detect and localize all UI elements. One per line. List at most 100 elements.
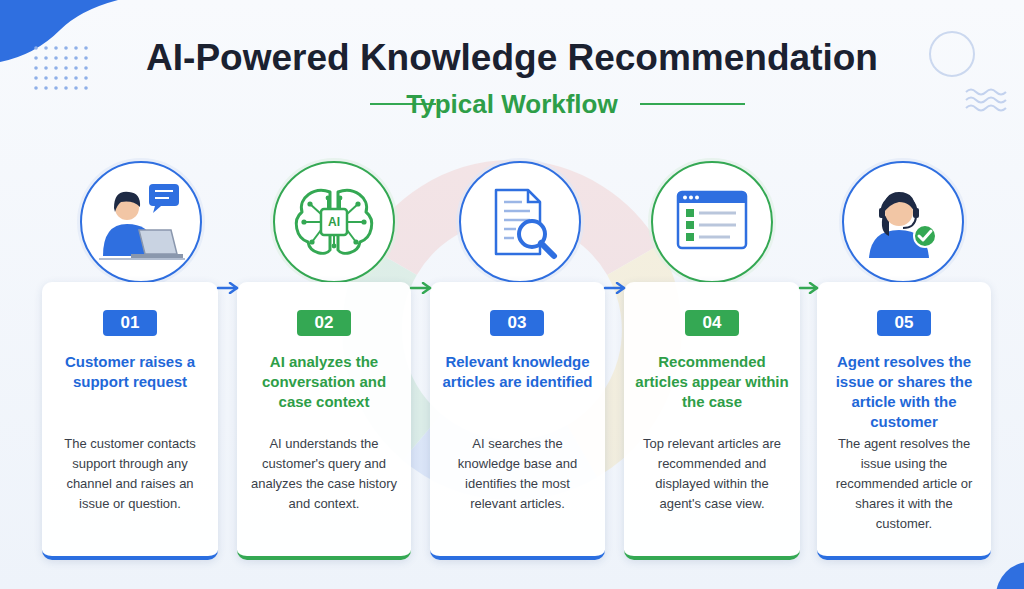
dot-grid	[31, 43, 91, 93]
step-badge: 04	[685, 310, 739, 336]
step-description: The agent resolves the issue using the r…	[830, 434, 978, 534]
deco-waves-part	[966, 106, 1006, 111]
step-number: 05	[895, 313, 914, 333]
icon-circle-part	[683, 196, 699, 200]
icon-circle-part	[843, 162, 963, 282]
icon-circle-part-part	[355, 201, 360, 206]
icon-circle-part	[686, 209, 694, 241]
icon-circle-part	[879, 208, 885, 218]
chip-label: AI	[319, 214, 349, 230]
icon-circle	[77, 158, 205, 286]
icon-circle-part	[913, 208, 919, 218]
icon-circle-part	[274, 162, 394, 282]
icon-circle-part	[678, 192, 746, 203]
icon-circle-part	[81, 162, 201, 282]
icon-circle-part-part	[361, 219, 366, 224]
step-heading: Recommended articles appear within the c…	[635, 352, 789, 412]
step-card: AI analyzes the conversation and case co…	[237, 282, 411, 560]
step-number: 02	[315, 313, 334, 333]
step-description: AI understands the customer's query and …	[250, 434, 398, 514]
subtitle-rule-part	[640, 103, 745, 105]
icon-circle-part	[270, 158, 398, 286]
icon-circle-part-part	[301, 219, 306, 224]
icon-circle-part	[528, 190, 540, 202]
icon-circle-part-part	[699, 236, 730, 239]
icon-circle-part	[652, 162, 772, 282]
step-badge: 03	[490, 310, 544, 336]
step-description: AI searches the knowledge base and ident…	[443, 434, 592, 514]
step-description: Top relevant articles are recommended an…	[637, 434, 787, 514]
diagram-title: AI-Powered Knowledge Recommendation	[0, 36, 1024, 80]
icon-circle	[456, 158, 584, 286]
step-badge: 02	[297, 310, 351, 336]
icon-circle-part	[99, 258, 185, 260]
step-card: Customer raises a support requestThe cus…	[42, 282, 218, 560]
icon-circle-part-part	[683, 196, 687, 200]
icon-circle-part	[678, 192, 746, 248]
step-badge: 01	[103, 310, 157, 336]
icon-circle-part	[131, 254, 183, 258]
step-heading: Customer raises a support request	[53, 352, 207, 392]
icon-circle-part	[155, 190, 173, 192]
step-description: The customer contacts support through an…	[55, 434, 205, 514]
deco-waves	[966, 90, 1006, 111]
flow-arrow	[605, 287, 624, 290]
icon-circle-part-part	[699, 224, 736, 227]
icon-circle-part	[903, 217, 916, 228]
icon-circle-part	[919, 231, 931, 240]
icon-circle-part	[77, 158, 205, 286]
icon-circle-part	[460, 162, 580, 282]
subtitle: Typical Workflow	[0, 88, 1024, 120]
icon-circle-part	[139, 230, 177, 254]
icon-circle-part	[914, 225, 936, 247]
step-badge: 05	[877, 310, 931, 336]
icon-circle-part	[304, 198, 364, 246]
step-card: Recommended articles appear within the c…	[624, 282, 800, 560]
icon-circle-part	[149, 184, 179, 206]
deco-waves-part	[966, 90, 1006, 95]
icon-circle	[839, 158, 967, 286]
icon-circle-part	[648, 158, 776, 286]
icon-circle-part	[114, 192, 140, 212]
icon-circle-part	[456, 158, 584, 286]
icon-circle-part-part	[695, 196, 699, 200]
step-card: Relevant knowledge articles are identifi…	[430, 282, 605, 560]
icon-circle-part	[301, 196, 366, 249]
icon-circle-part	[155, 197, 169, 199]
icon-circle-part-part	[504, 201, 522, 204]
icon-circle-part	[699, 213, 736, 237]
corner-blob	[996, 562, 1024, 589]
step-number: 01	[121, 313, 140, 333]
step-heading: Agent resolves the issue or shares the a…	[828, 352, 980, 432]
step-number: 04	[703, 313, 722, 333]
icon-circle	[270, 158, 398, 286]
icon-circle-part-part	[504, 210, 530, 213]
flow-arrow	[218, 287, 237, 290]
icon-circle-part-part	[353, 239, 358, 244]
icon-circle-part	[882, 195, 916, 212]
icon-circle-part-part	[338, 196, 343, 201]
icon-circle-part	[839, 158, 967, 286]
icon-circle-part-part	[686, 233, 694, 241]
icon-circle-part	[153, 206, 161, 213]
icon-circle-part-part	[689, 196, 693, 200]
icon-circle-part-part	[699, 212, 736, 215]
flow-arrow	[800, 287, 817, 290]
icon-circle-part	[296, 190, 371, 253]
flow-arrow	[411, 287, 430, 290]
icon-circle	[648, 158, 776, 286]
step-card: Agent resolves the issue or shares the a…	[817, 282, 991, 560]
icon-circle-part	[883, 192, 915, 214]
icon-circle-part-part	[309, 239, 314, 244]
icon-circle-part-part	[686, 209, 694, 217]
icon-circle-part-part	[326, 196, 331, 201]
icon-circle-part-part	[332, 244, 337, 249]
step-heading: AI analyzes the conversation and case co…	[248, 352, 400, 412]
icon-circle-part-part	[504, 237, 514, 240]
deco-waves-part	[966, 98, 1006, 103]
step-number: 03	[508, 313, 527, 333]
deco-ring	[930, 32, 974, 76]
watermark-logo-part	[391, 190, 633, 260]
